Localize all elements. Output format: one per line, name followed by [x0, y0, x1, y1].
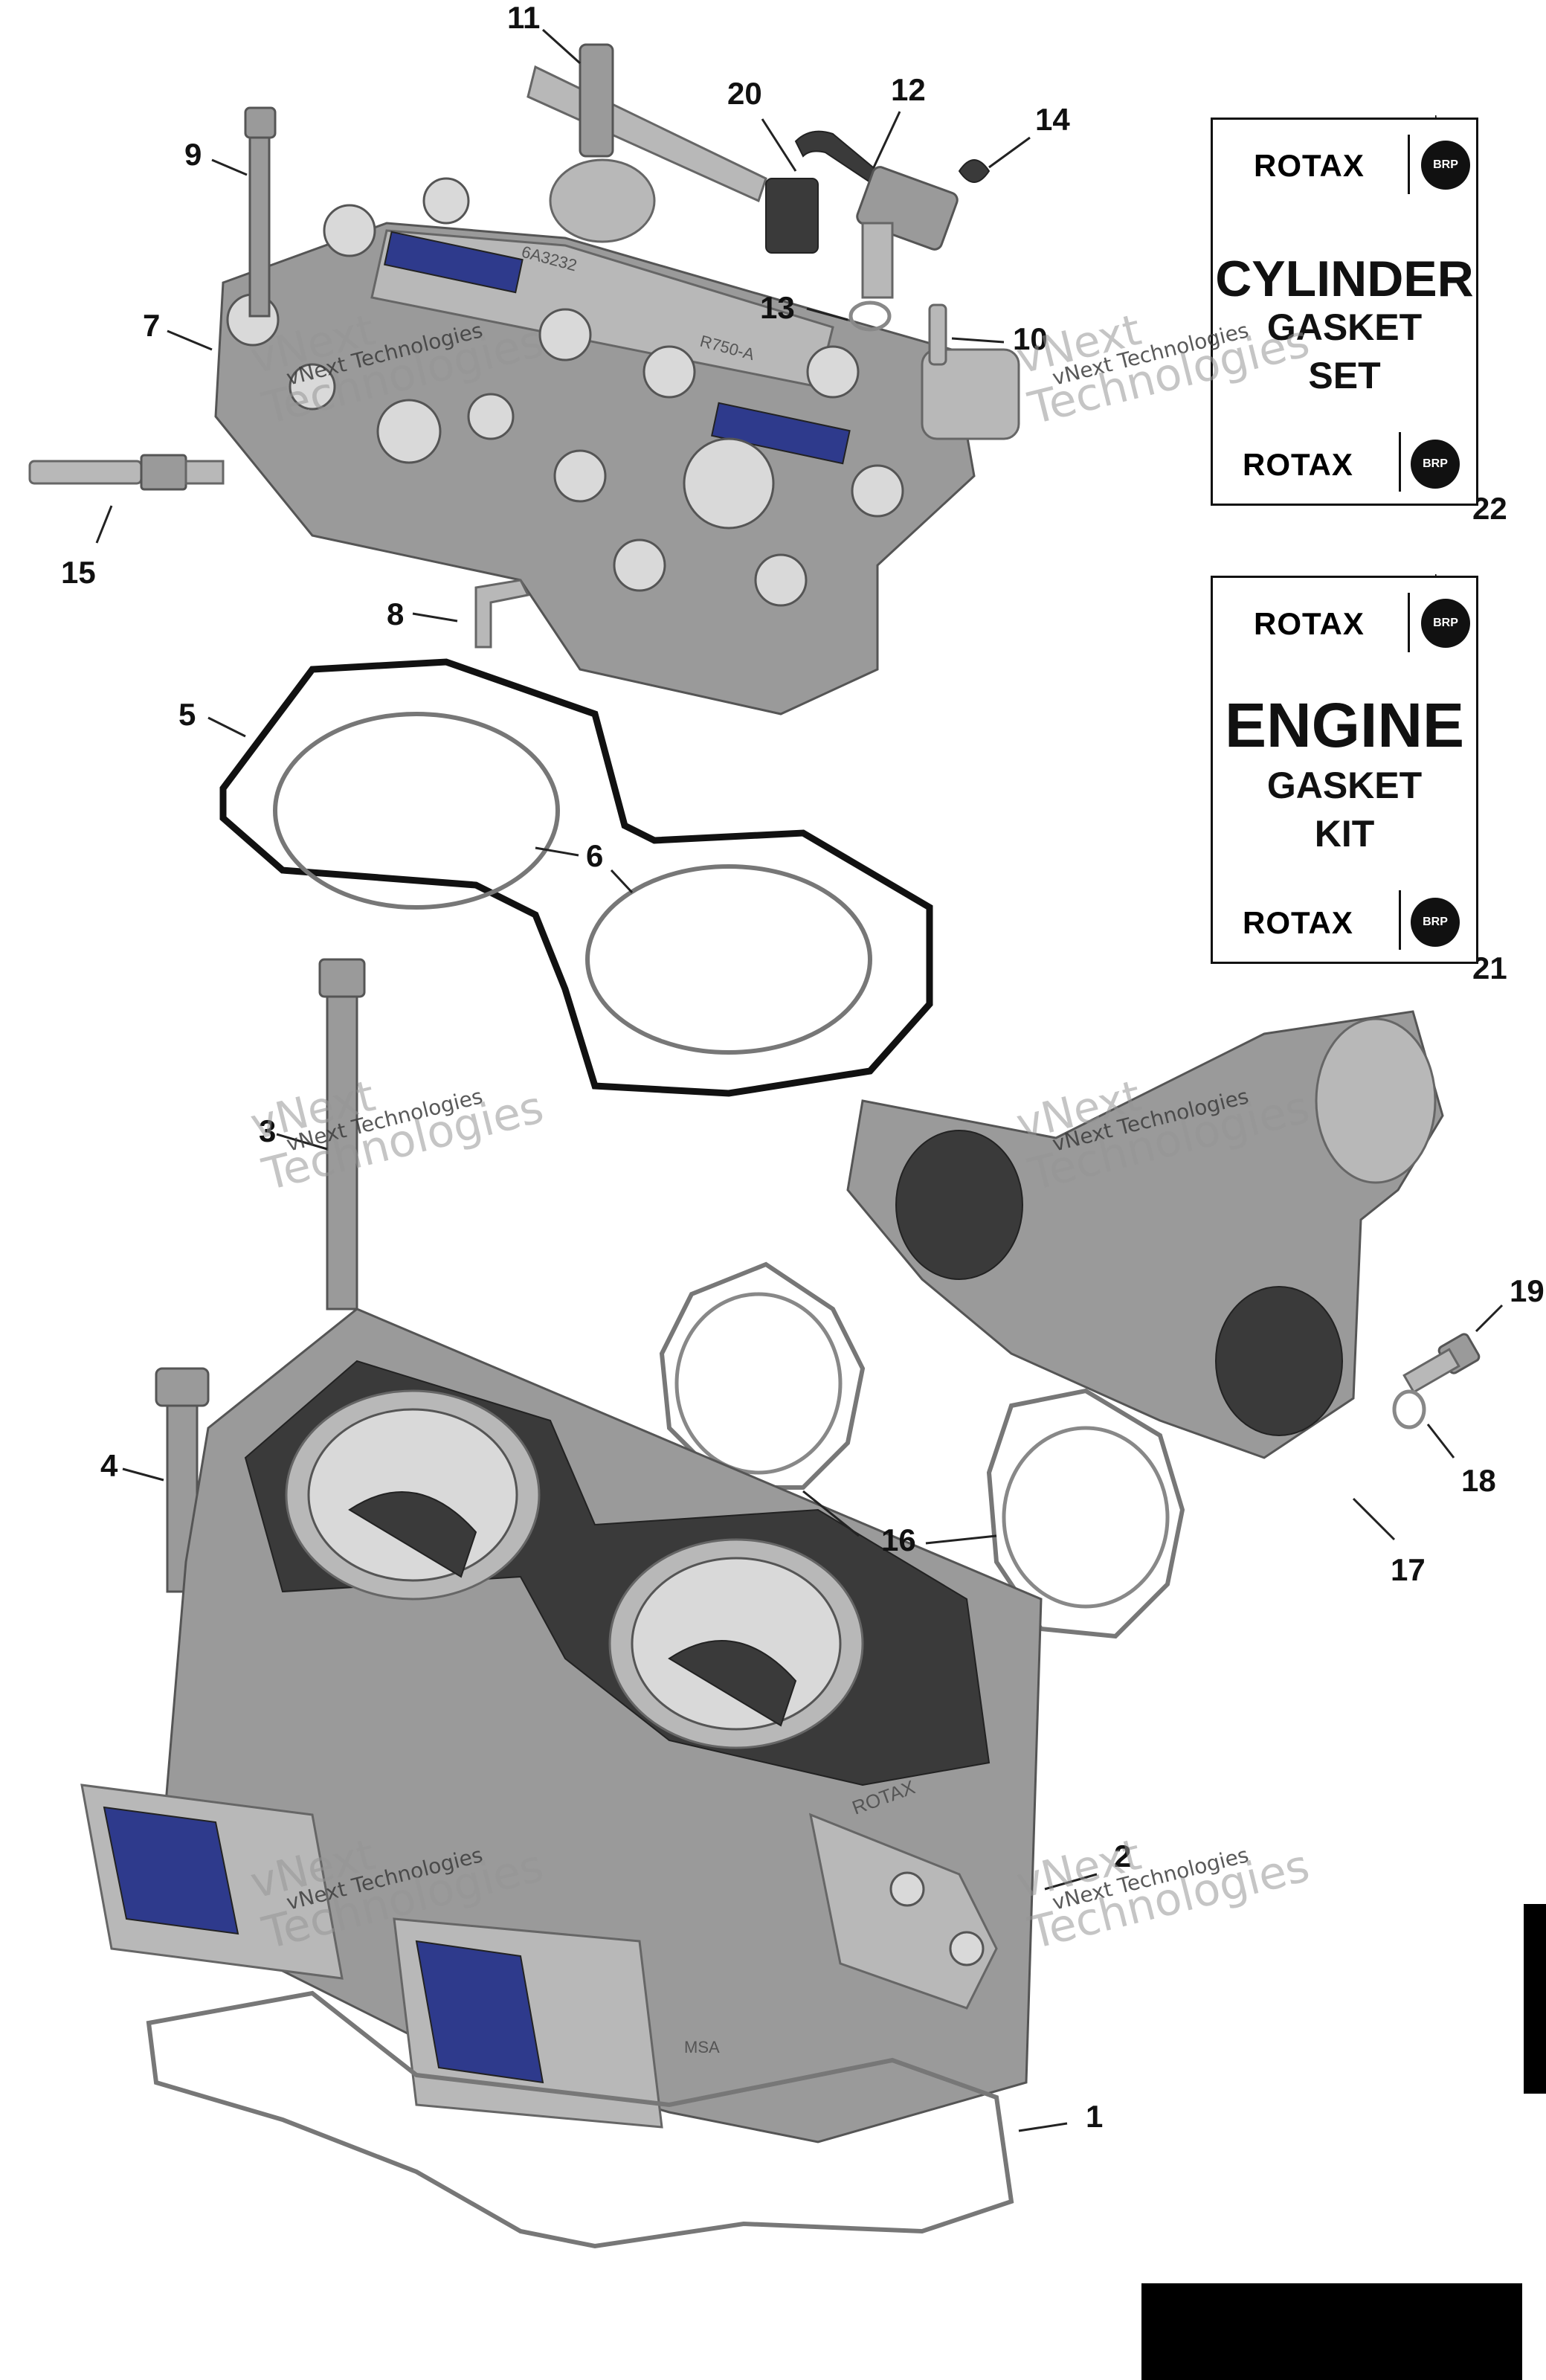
callout-2: 2: [1114, 1839, 1131, 1874]
cylinder-ring-2: [585, 864, 872, 1055]
cylinder-subtitle-1: GASKET: [1266, 306, 1423, 348]
callout-5: 5: [178, 697, 196, 732]
exhaust-manifold: [846, 1010, 1444, 1459]
rotax-brand-bottom: ROTAX: [1243, 447, 1353, 482]
cylinder-title: CYLINDER: [1215, 251, 1474, 307]
engine-gasket-kit-card: ROTAX BRP ENGINE GASKET KIT ROTAX BRP: [1211, 576, 1478, 964]
exhaust-gasket-2: [986, 1388, 1185, 1639]
cylinder-gasket-set-card: ROTAX BRP CYLINDER GASKET SET ROTAX BRP: [1211, 118, 1478, 506]
callout-13: 13: [760, 290, 795, 325]
spark-plug: [28, 454, 225, 491]
callout-15: 15: [61, 555, 96, 590]
banjo-fitting: [928, 303, 947, 366]
engine-title: ENGINE: [1224, 690, 1465, 760]
brand-separator-bottom: [1399, 432, 1401, 492]
brp-logo-icon: BRP: [1421, 141, 1470, 190]
cylinder-bolt: [155, 1367, 210, 1593]
callout-1: 1: [1086, 2099, 1103, 2134]
head-o-ring: [219, 658, 933, 1097]
callout-11: 11: [507, 0, 540, 35]
callout-4: 4: [100, 1448, 118, 1483]
exhaust-gasket-1: [659, 1261, 866, 1490]
rotax-brand-top: ROTAX: [1254, 606, 1365, 641]
manifold-washer: [1392, 1389, 1426, 1429]
brp-logo-icon-bottom: BRP: [1411, 440, 1460, 489]
cylinder-subtitle-2: SET: [1308, 355, 1381, 396]
callout-20: 20: [727, 76, 762, 111]
cylinder-head: 6A3232 R750-A: [214, 177, 1020, 715]
cylinder-stud-bolt: [318, 958, 366, 1310]
callout-14: 14: [1035, 102, 1070, 137]
engine-subtitle-2: KIT: [1314, 813, 1375, 855]
temperature-sensor: [765, 130, 991, 299]
callout-19: 19: [1510, 1273, 1545, 1308]
block-id-marking: MSA: [684, 2038, 720, 2056]
callout-12: 12: [891, 72, 926, 107]
cylinder-ring-1: [273, 712, 560, 910]
brp-logo-icon: BRP: [1421, 599, 1470, 648]
sealing-washer: [848, 300, 892, 332]
leader-lines: [95, 28, 1504, 2132]
manifold-screw: [1402, 1333, 1481, 1394]
callout-8: 8: [387, 596, 404, 631]
callout-10: 10: [1013, 321, 1048, 356]
brand-separator: [1408, 593, 1410, 652]
brp-logo-icon-bottom: BRP: [1411, 898, 1460, 947]
rotax-brand-bottom: ROTAX: [1243, 905, 1353, 940]
bleed-fitting: [474, 579, 530, 649]
section-tab: [1524, 1904, 1546, 2094]
brand-separator-bottom: [1399, 890, 1401, 950]
callout-9: 9: [184, 137, 202, 172]
engine-subtitle-1: GASKET: [1266, 765, 1423, 806]
callout-18: 18: [1461, 1463, 1496, 1498]
cylinder-block: ROTAX MSA: [80, 1308, 1043, 2143]
footer-bar: [1141, 2283, 1522, 2380]
brand-separator: [1408, 135, 1410, 194]
callout-17: 17: [1391, 1552, 1426, 1587]
callout-16: 16: [881, 1522, 916, 1557]
callouts: 11 9 7 20 12 14 13 10 15 8 5 6 3 4 16 17…: [61, 0, 1545, 2134]
head-bolt: [244, 106, 277, 318]
callout-3: 3: [259, 1113, 276, 1148]
rotax-brand-top: ROTAX: [1254, 148, 1365, 183]
callout-6: 6: [586, 838, 603, 873]
base-gasket: [146, 1990, 1014, 2249]
water-outlet-fitting: [526, 43, 767, 243]
callout-7: 7: [143, 308, 160, 343]
